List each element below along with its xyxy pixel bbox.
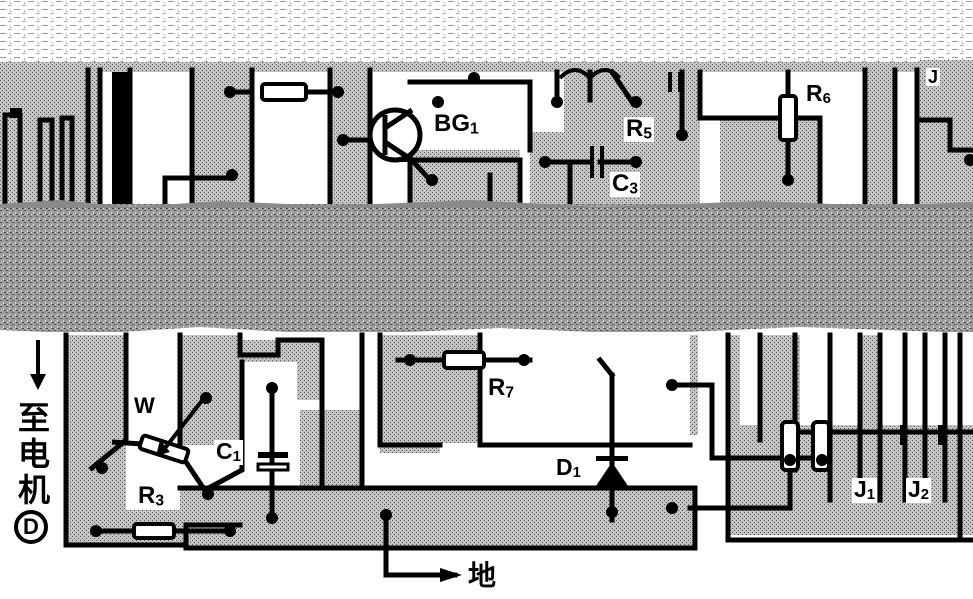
label-r3: R3 <box>136 484 166 509</box>
label-j1-main: J <box>854 476 867 502</box>
top-margin <box>0 0 973 62</box>
label-bg1-sub: 1 <box>470 120 479 138</box>
label-d1-sub: 1 <box>572 464 581 482</box>
motor-caption-char-2: 电 <box>18 435 51 473</box>
diode-d1 <box>596 456 628 486</box>
label-r6-sub: 6 <box>822 90 831 108</box>
capacitor-c1 <box>256 452 290 472</box>
motor-caption-char-3: 机 <box>18 471 51 509</box>
label-w: W <box>132 395 157 417</box>
label-r5-sub: 5 <box>643 125 653 143</box>
label-c3-main: C <box>612 170 630 197</box>
potentiometer-w <box>111 396 209 494</box>
label-c3: C3 <box>610 170 641 198</box>
torn-band <box>0 204 973 332</box>
label-j2: J2 <box>906 476 932 504</box>
label-j-top-main: J <box>928 67 939 87</box>
label-r7-main: R <box>488 374 506 401</box>
label-r7-sub: 7 <box>505 384 515 402</box>
label-r5: R5 <box>624 115 655 143</box>
label-c1-sub: 1 <box>232 448 241 466</box>
bottom-board-strip <box>30 332 973 582</box>
label-r6-main: R <box>806 80 823 106</box>
label-w-main: W <box>134 393 155 418</box>
ground-arrow <box>440 568 462 582</box>
label-c3-sub: 3 <box>629 180 639 198</box>
label-r7: R7 <box>486 374 517 402</box>
label-r5-main: R <box>626 115 644 142</box>
label-bg1: BG1 <box>432 112 481 137</box>
label-r6: R6 <box>804 80 833 108</box>
label-j1: J1 <box>852 476 878 504</box>
label-c1-main: C <box>216 438 233 464</box>
label-j2-main: J <box>908 476 921 502</box>
motor-caption-char-1: 至 <box>18 399 51 437</box>
label-d1: D1 <box>554 454 583 482</box>
label-r3-main: R <box>138 482 156 509</box>
motor-symbol-letter: D <box>23 514 39 539</box>
ground-caption: 地 <box>468 559 497 592</box>
motor-symbol: D <box>14 510 48 544</box>
label-c1: C1 <box>214 438 243 466</box>
label-r3-sub: 3 <box>155 492 165 510</box>
label-bg1-main: BG <box>434 110 470 137</box>
label-j1-sub: 1 <box>866 486 876 504</box>
label-j2-sub: 2 <box>920 486 930 504</box>
label-j-top: J <box>926 67 941 87</box>
label-d1-main: D <box>556 454 573 480</box>
